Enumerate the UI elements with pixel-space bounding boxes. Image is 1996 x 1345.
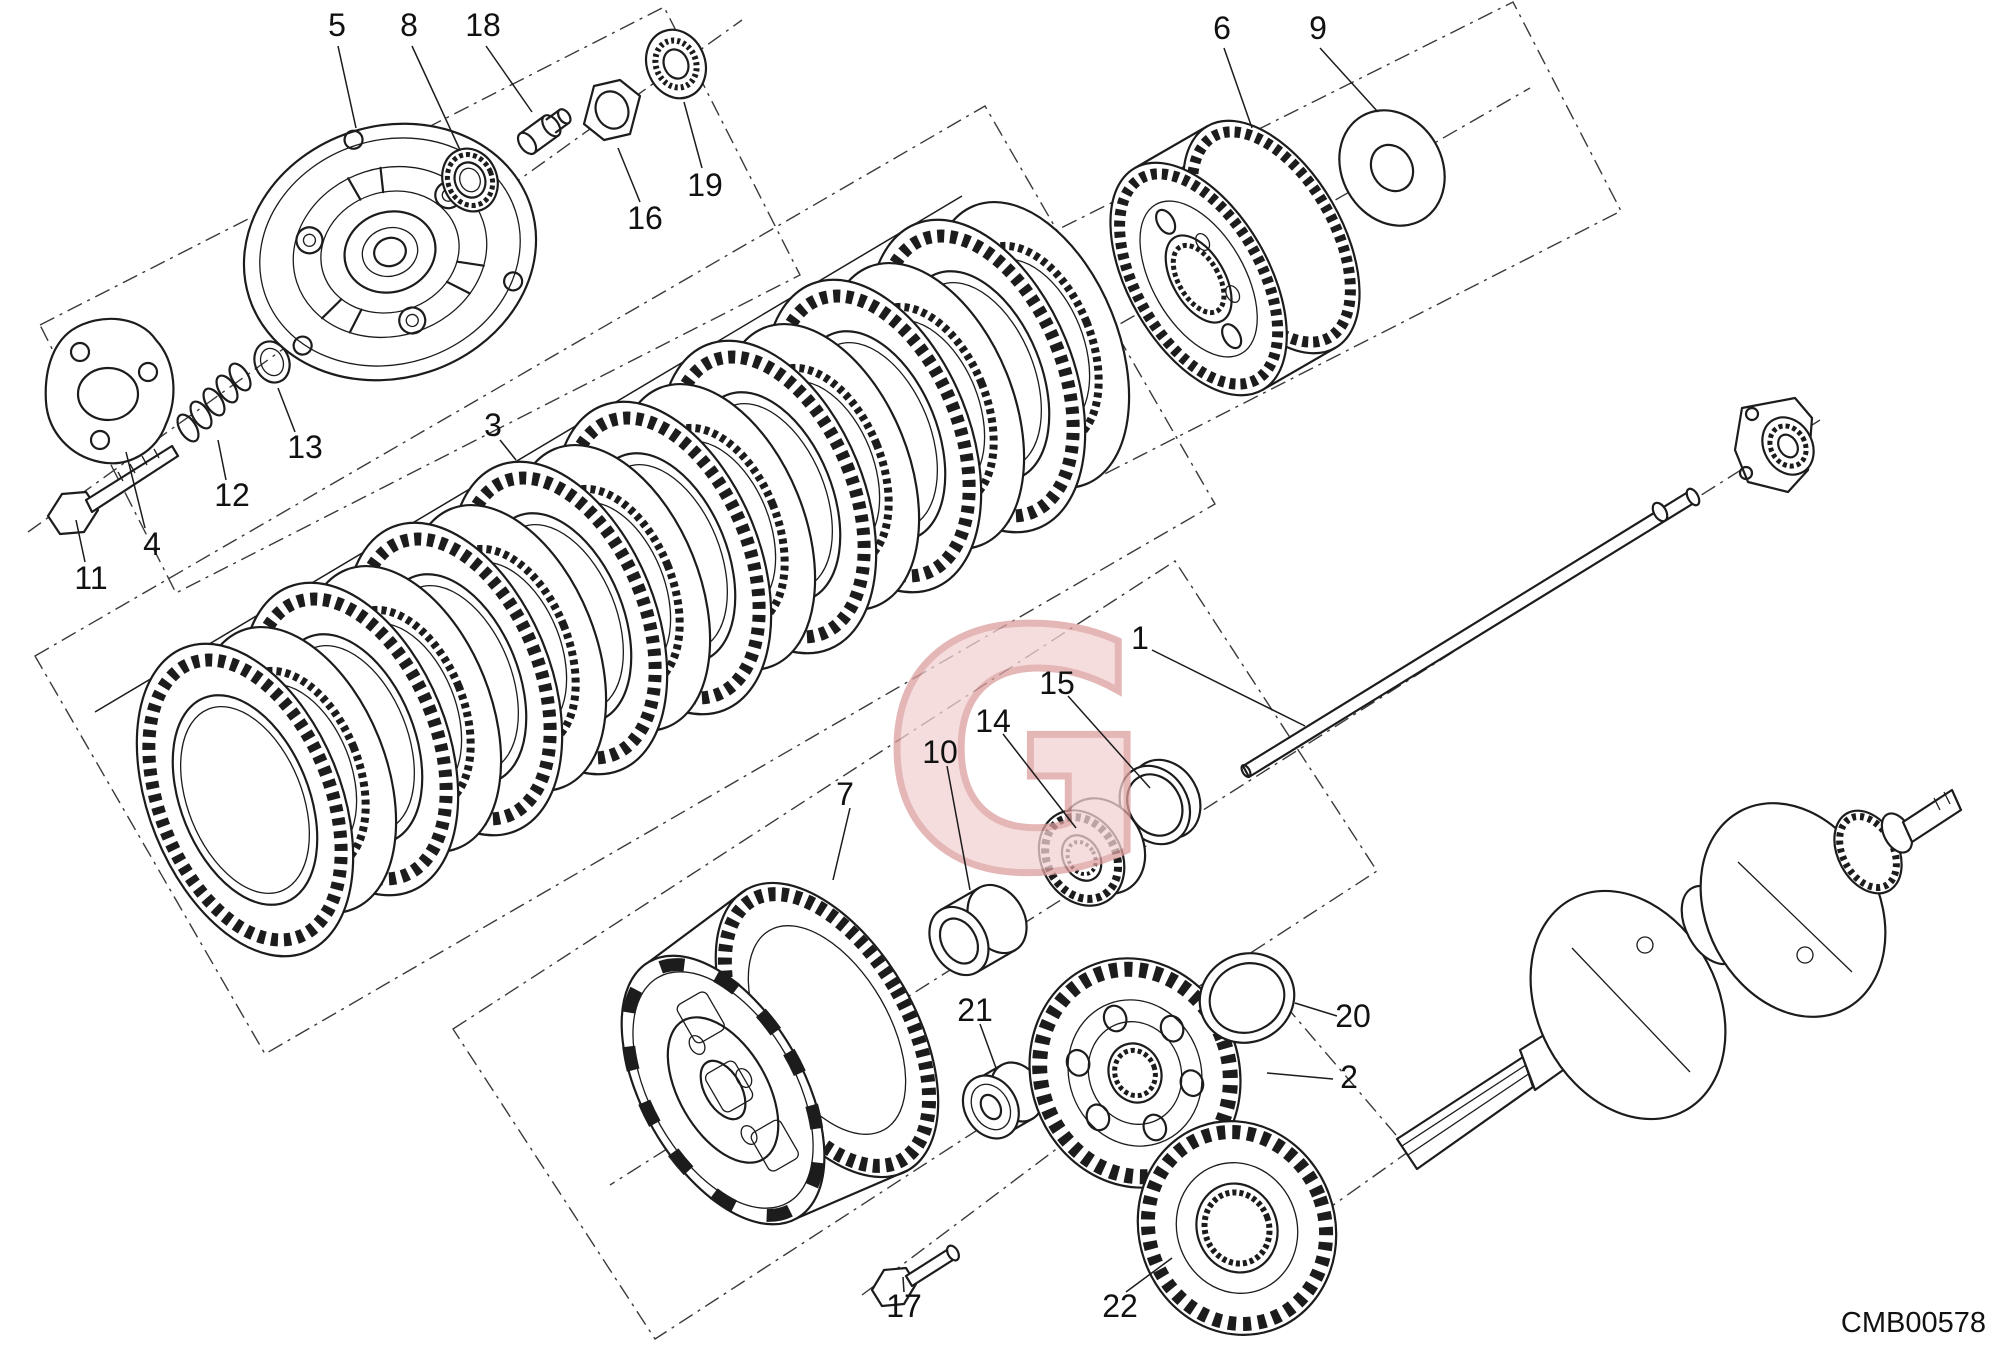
callout-3: 3 xyxy=(484,407,502,443)
callout-11: 11 xyxy=(74,560,107,596)
callout-19: 19 xyxy=(687,167,723,203)
spring xyxy=(176,362,252,443)
lock-washer xyxy=(644,28,708,100)
clutch-basket xyxy=(620,881,940,1226)
callout-21: 21 xyxy=(957,992,993,1028)
shim-washer xyxy=(1198,952,1296,1044)
callout-8: 8 xyxy=(400,7,418,43)
callout-16: 16 xyxy=(627,200,663,236)
pressure-plate xyxy=(242,122,538,382)
callout-7: 7 xyxy=(836,776,854,812)
callout-14: 14 xyxy=(975,703,1011,739)
callout-13: 13 xyxy=(287,429,323,465)
retainer-plate xyxy=(44,317,175,465)
splined-hub xyxy=(1037,797,1147,907)
callout-9: 9 xyxy=(1309,10,1327,46)
spacer-small xyxy=(961,1061,1044,1140)
callouts: 5 8 18 6 9 16 19 13 12 4 11 3 1 15 14 10… xyxy=(74,7,1370,1324)
callout-2: 2 xyxy=(1340,1059,1358,1095)
clutch-hub xyxy=(1109,119,1361,397)
callout-5: 5 xyxy=(328,7,346,43)
crankshaft xyxy=(1395,788,1963,1171)
clutch-lifter xyxy=(1733,396,1815,494)
washer xyxy=(1338,109,1446,227)
bolt-small xyxy=(870,1244,960,1308)
callout-12: 12 xyxy=(214,477,250,513)
brand-watermark: G xyxy=(881,562,1152,946)
callout-10: 10 xyxy=(922,734,958,770)
leader-lines xyxy=(75,45,1379,1293)
callout-22: 22 xyxy=(1102,1288,1138,1324)
callout-18: 18 xyxy=(465,7,501,43)
callout-1: 1 xyxy=(1131,620,1149,656)
callout-4: 4 xyxy=(143,526,161,562)
pushrod xyxy=(1240,487,1701,779)
bearing xyxy=(441,147,499,213)
output-gear xyxy=(1136,1120,1338,1336)
callout-15: 15 xyxy=(1039,665,1075,701)
callout-6: 6 xyxy=(1213,10,1231,46)
spacer-pin xyxy=(516,108,572,156)
spacer xyxy=(928,883,1028,977)
nut xyxy=(582,78,642,142)
callout-20: 20 xyxy=(1335,998,1371,1034)
pressure-plate-assembly xyxy=(44,28,708,536)
callout-17: 17 xyxy=(886,1288,922,1324)
circlip xyxy=(253,340,291,384)
drawing-code: CMB00578 xyxy=(1841,1307,1986,1339)
